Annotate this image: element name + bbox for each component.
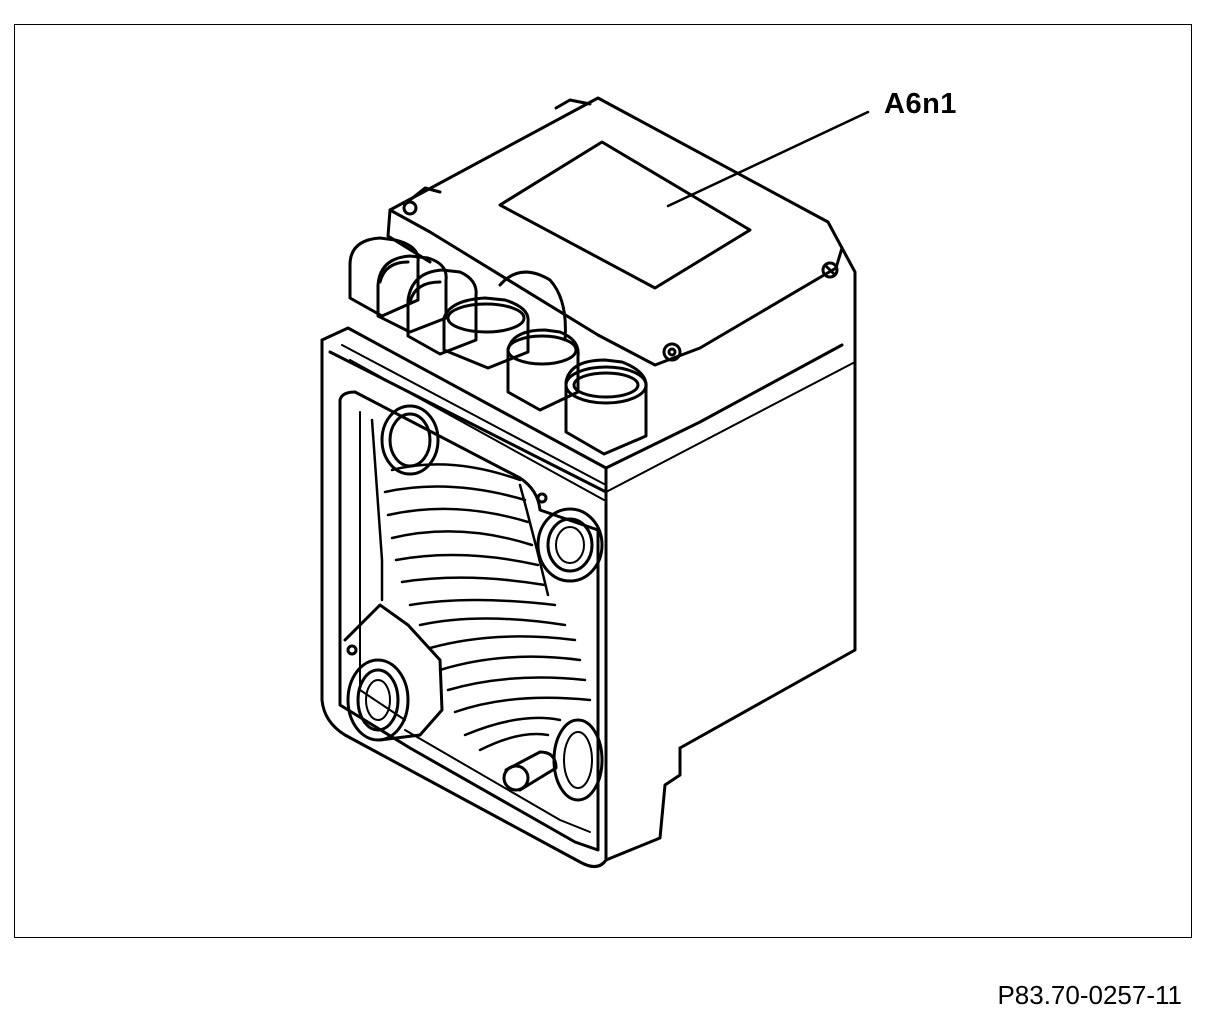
lid-screw-left (402, 200, 418, 216)
internal-ribs (370, 418, 592, 752)
connector-plug-6 (564, 358, 648, 456)
label-plate (498, 140, 752, 290)
housing-lid (386, 96, 857, 750)
connector-plug-1 (348, 236, 420, 318)
port-lower-right (552, 718, 604, 802)
housing-body (320, 326, 856, 868)
lid-screw-right (821, 261, 839, 279)
callout-leader-line (666, 110, 870, 208)
connector-plug-4 (442, 296, 530, 370)
stub-pipe (502, 750, 558, 792)
port-upper-right (536, 492, 604, 583)
callout-label-a6n1: A6n1 (884, 88, 957, 120)
connector-plug-3 (406, 268, 478, 356)
connector-plug-2 (376, 254, 448, 334)
round-connector-base (498, 270, 567, 342)
port-lower-left (343, 603, 444, 742)
connector-plug-5 (506, 328, 580, 412)
lid-screw-front (662, 342, 682, 362)
figure-reference-code: P83.70-0257-11 (997, 980, 1182, 1010)
figure-frame (14, 24, 1192, 938)
